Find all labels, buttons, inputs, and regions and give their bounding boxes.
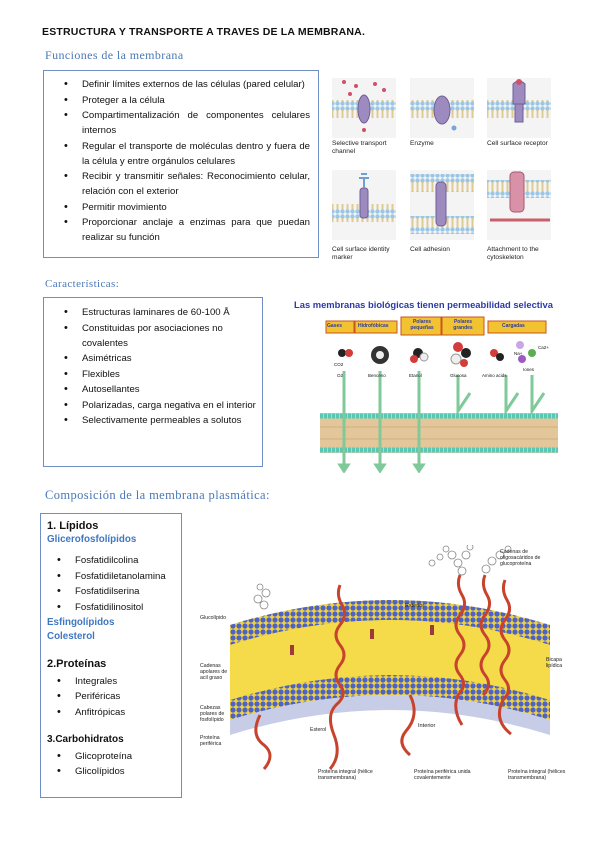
figure-label: Esterol — [310, 727, 327, 733]
list-item: Constituidas por asociaciones no covalen… — [54, 321, 256, 351]
membrane-functions-illustration — [332, 78, 551, 240]
list-item: Fosfatidilinositol — [47, 600, 175, 615]
figure-title: Las membranas biológicas tienen permeabi… — [294, 299, 553, 310]
molecule-label: Amino acids — [482, 373, 507, 378]
section-heading-caracteristicas: Características: — [45, 278, 120, 290]
list-item: Fosfatidilserina — [47, 584, 175, 599]
composicion-box: 1. Lípidos Glicerofosfolípidos Fosfatidi… — [40, 513, 182, 798]
figure-label: Proteína integral (hélice transmembrana) — [318, 769, 373, 781]
figure-label: Cell surface receptor — [487, 140, 548, 147]
figure-label: Selective transport channel — [332, 140, 387, 155]
list-item: Autosellantes — [54, 382, 256, 397]
list-item: Proteger a la célula — [54, 93, 310, 108]
list-item: Flexibles — [54, 367, 256, 382]
figure-label: Cabezas polares de fosfolípido — [200, 705, 225, 723]
list-item: Glicolípidos — [47, 764, 175, 779]
esfingolipidos: Esfingolípidos — [47, 616, 115, 628]
figure-label: Proteína integral (hélices transmembrana… — [508, 769, 566, 781]
list-item: Glicoproteína — [47, 749, 175, 764]
lipidos-title: 1. Lípidos — [47, 520, 99, 532]
list-item: Periféricas — [47, 689, 175, 704]
figure-label: Cadenas de oligosacáridos de glucoproteí… — [500, 549, 541, 567]
list-item: Proporcionar anclaje a enzimas para que … — [54, 215, 310, 245]
membrane-structure-illustration — [230, 543, 550, 770]
page-title: ESTRUCTURA Y TRANSPORTE A TRAVES DE LA M… — [42, 26, 366, 38]
list-item: Asimétricas — [54, 351, 256, 366]
proteinas-title: 2.Proteínas — [47, 657, 107, 670]
molecule-label: Benceno — [368, 373, 386, 378]
funciones-box: Definir límites externos de las células … — [43, 70, 319, 258]
figure-label: Cadenas apolares de acil graso — [200, 663, 228, 681]
figure-label: Interior — [418, 723, 436, 729]
glicero-title: Glicerofosfolípidos — [47, 534, 137, 545]
category-label: Cargadas — [502, 323, 525, 329]
list-item: Definir límites externos de las células … — [54, 77, 310, 92]
molecule-label: Na+ — [514, 351, 523, 356]
category-label: Gases — [327, 323, 343, 329]
list-item: Polarizadas, carga negativa en el interi… — [54, 398, 256, 413]
molecule-label: Glucosa — [450, 373, 467, 378]
figure-label: Exterior — [405, 603, 425, 609]
carbohidratos-title: 3.Carbohidratos — [47, 733, 124, 745]
list-item: Fosfatidilcolina — [47, 553, 175, 568]
category-label: Hidrofóbicas — [358, 323, 389, 329]
list-item: Compartimentalización de componentes cel… — [54, 108, 310, 138]
molecule-label: O2 — [337, 373, 344, 378]
section-heading-composicion: Composición de la membrana plasmática: — [45, 488, 270, 502]
list-item: Selectivamente permeables a solutos — [54, 413, 256, 428]
permeability-figure: Las membranas biológicas tienen permeabi… — [290, 295, 572, 474]
category-label: Polares grandes — [453, 319, 473, 331]
list-item: Regular el transporte de moléculas dentr… — [54, 139, 310, 169]
membrane-functions-figure: Selective transport channel Enzyme Cell … — [330, 70, 560, 266]
list-item: Integrales — [47, 674, 175, 689]
figure-label: Attachment to the cytoskeleton — [487, 246, 539, 261]
figure-label: Bicapa lipídica — [546, 657, 563, 669]
membrane-structure-figure: Cadenas de oligosacáridos de glucoproteí… — [200, 543, 570, 785]
molecule-label: CO2 — [334, 362, 344, 367]
list-item: Anfitrópicas — [47, 705, 175, 720]
molecule-label: Etanol — [409, 373, 422, 378]
list-item: Fosfatidiletanolamina — [47, 569, 175, 584]
list-item: Permitir movimiento — [54, 200, 310, 215]
colesterol: Colesterol — [47, 630, 95, 642]
figure-label: Cell adhesion — [410, 246, 450, 253]
section-heading-funciones: Funciones de la membrana — [45, 48, 184, 62]
figure-label: Glucolípido — [200, 615, 226, 621]
molecule-label: Iones — [523, 367, 535, 372]
figure-label: Proteína periférica — [200, 735, 222, 747]
membrane-heads — [320, 413, 558, 453]
list-item: Recibir y transmitir señales: Reconocimi… — [54, 169, 310, 199]
molecule-label: Ca2+ — [538, 345, 549, 350]
figure-label: Proteína periférica unida covalentemente — [414, 769, 471, 781]
caracteristicas-box: Estructuras laminares de 60-100 Å Consti… — [43, 297, 263, 467]
figure-label: Cell surface identity marker — [332, 246, 390, 261]
permeability-illustration — [320, 316, 558, 474]
figure-label: Enzyme — [410, 140, 434, 147]
category-label: Polares pequeñas — [410, 319, 434, 331]
list-item: Estructuras laminares de 60-100 Å — [54, 305, 256, 320]
